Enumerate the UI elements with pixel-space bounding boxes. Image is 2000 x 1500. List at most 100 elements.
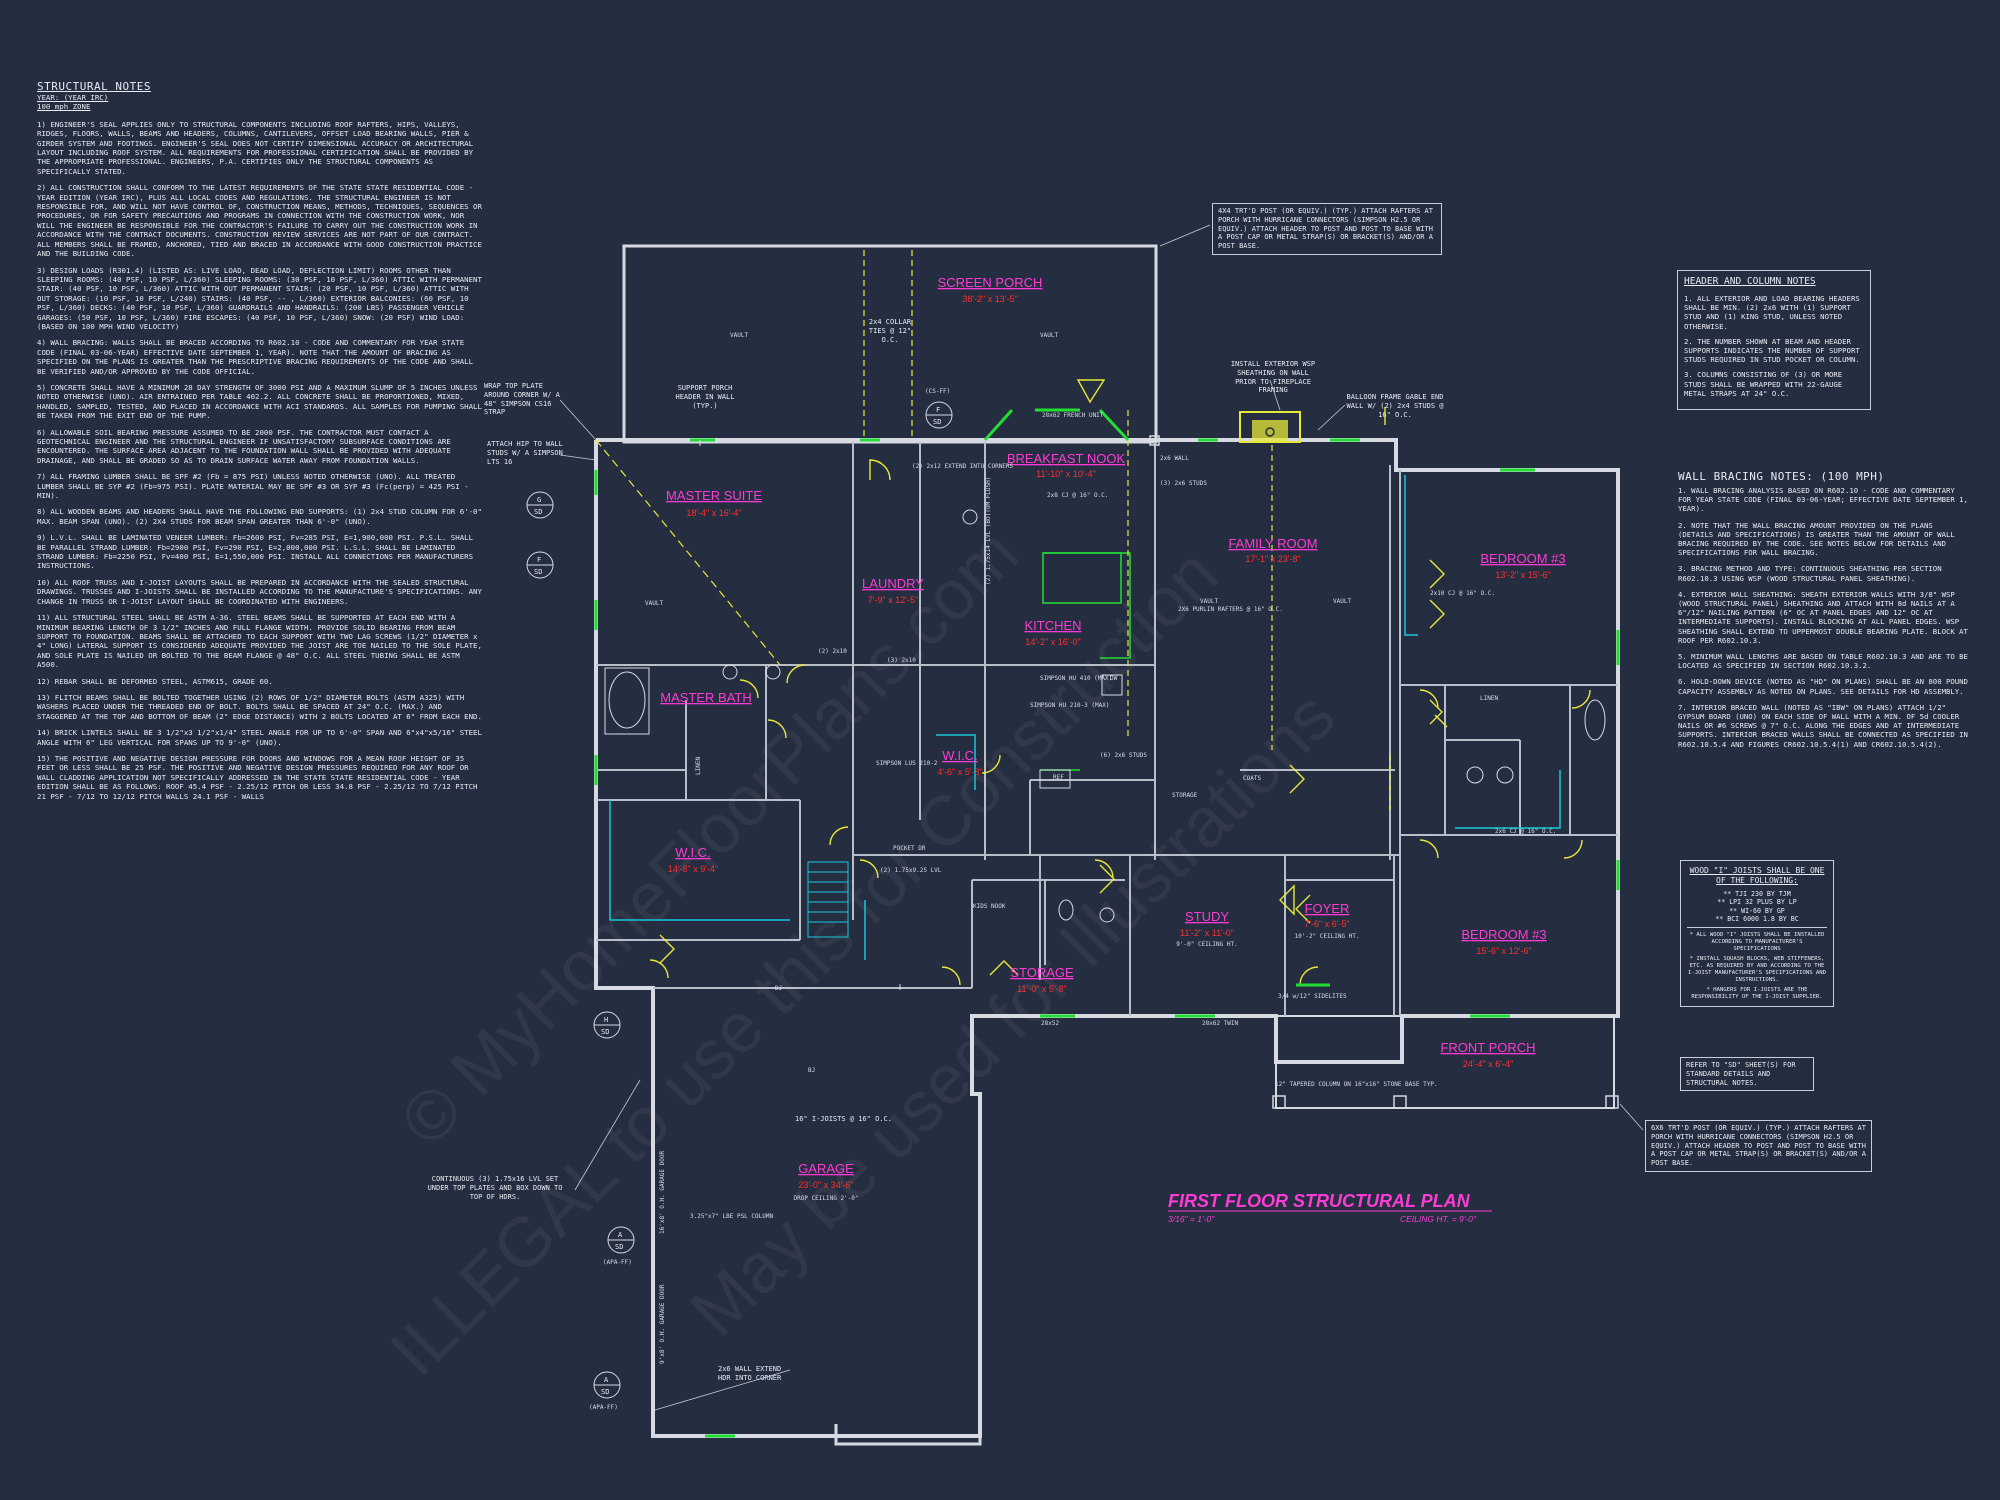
- joist-note: * ALL WOOD "I" JOISTS SHALL BE INSTALLED…: [1689, 931, 1825, 952]
- joist-box-title: WOOD "I" JOISTS SHALL BE ONE OF THE FOLL…: [1689, 866, 1825, 885]
- room-dim: 17'-1" x 23'-8": [1245, 554, 1300, 564]
- note-paragraph: 7) ALL FRAMING LUMBER SHALL BE SPF #2 (F…: [37, 472, 469, 501]
- fixtures: [604, 509, 1606, 923]
- plan-title-block: FIRST FLOOR STRUCTURAL PLAN 3/16" = 1'-0…: [1168, 1191, 1492, 1224]
- notes-year: YEAR: (YEAR IRC): [37, 93, 109, 102]
- header-note-item: 3. COLUMNS CONSISTING OF (3) OR MORE STU…: [1684, 370, 1843, 398]
- room-name: W.I.C.: [675, 845, 710, 860]
- room-dim: 14'-2" x 16'-0": [1025, 637, 1080, 647]
- note-paragraph: 4) WALL BRACING: WALLS SHALL BE BRACED A…: [37, 338, 474, 376]
- interior-walls: [596, 442, 1618, 1016]
- svg-text:F: F: [936, 406, 940, 414]
- joist-option: ** WI-60 BY GP: [1729, 906, 1785, 915]
- header-column-notes: HEADER AND COLUMN NOTES 1. ALL EXTERIOR …: [1677, 270, 1871, 411]
- room-dim: 24'-4" x 6'-4": [1463, 1059, 1513, 1069]
- plan-label: 2x6 WALL: [1160, 455, 1189, 462]
- post-bottom-callout: 6X6 TRT'D POST (OR EQUIV.) (TYP.) ATTACH…: [1645, 1120, 1872, 1172]
- room-name: GARAGE: [798, 1161, 854, 1176]
- wrap-top-callout: WRAP TOP PLATE AROUND CORNER W/ A 48" SI…: [484, 382, 560, 417]
- cabinetry: [609, 475, 1561, 960]
- svg-text:SD: SD: [615, 1243, 623, 1251]
- room-name: W.I.C.: [942, 748, 977, 763]
- note-paragraph: 1) ENGINEER'S SEAL APPLIES ONLY TO STRUC…: [37, 119, 474, 176]
- room-note: DROP CEILING 2'-0": [793, 1195, 858, 1202]
- plan-label: (2) 1.75x14 LVL (BOTTOM FLUSH): [985, 477, 992, 585]
- room-name: BREAKFAST NOOK: [1007, 451, 1126, 466]
- continuous-callout: CONTINUOUS (3) 1.75x16 LVL SET UNDER TOP…: [427, 1175, 563, 1201]
- plan-label: VAULT: [1333, 598, 1351, 605]
- room-name: MASTER SUITE: [666, 488, 762, 503]
- stairs: [807, 861, 849, 938]
- note-paragraph: 2) ALL CONSTRUCTION SHALL CONFORM TO THE…: [37, 183, 482, 259]
- plan-label: 2x8 CJ @ 16" O.C.: [1047, 492, 1108, 499]
- support-porch-callout: SUPPORT PORCH HEADER IN WALL (TYP.): [675, 384, 735, 410]
- plan-label: LINEN: [695, 757, 702, 775]
- plan-label: 3/4 w/12" SIDELITES: [1278, 993, 1347, 1000]
- room-dim: 14'-8" x 9'-4": [668, 864, 718, 874]
- room-dim: 18'-4" x 16'-4": [686, 508, 741, 518]
- plan-label: (CS-FF): [925, 388, 950, 395]
- room-note: 10'-2" CEILING HT.: [1294, 933, 1359, 940]
- room-labels: SCREEN PORCH 38'-2" x 13'-5" MASTER SUIT…: [660, 275, 1565, 1202]
- plan-label: 28x52: [1041, 1020, 1059, 1027]
- plan-label: 2x6 CJ @ 16" O.C.: [1495, 828, 1556, 835]
- note-paragraph: 10) ALL ROOF TRUSS AND I-JOIST LAYOUTS S…: [37, 577, 482, 606]
- room-name: BEDROOM #3: [1480, 551, 1565, 566]
- note-paragraph: 8) ALL WOODEN BEAMS AND HEADERS SHALL HA…: [37, 507, 482, 526]
- wall-bracing-notes: WALL BRACING NOTES: (100 MPH) 1. WALL BR…: [1678, 470, 1968, 756]
- bracing-note-item: 7. INTERIOR BRACED WALL (NOTED AS "IBW" …: [1678, 702, 1968, 749]
- bracing-note-item: 3. BRACING METHOD AND TYPE: CONTINUOUS S…: [1678, 564, 1942, 583]
- wall-bracing-notes-title: WALL BRACING NOTES: (100 MPH): [1678, 470, 1885, 483]
- svg-text:SD: SD: [601, 1388, 609, 1396]
- svg-text:SD: SD: [534, 508, 542, 516]
- plan-label: LINEN: [1480, 695, 1498, 702]
- svg-text:SD: SD: [933, 418, 941, 426]
- front-porch-outline: [1275, 1015, 1615, 1109]
- room-name: MASTER BATH: [660, 690, 752, 705]
- bracing-note-item: 4. EXTERIOR WALL SHEATHING: SHEATH EXTER…: [1678, 589, 1968, 645]
- header-column-notes-title: HEADER AND COLUMN NOTES: [1684, 276, 1816, 287]
- room-dim: 23'-0" x 34'-6": [798, 1180, 853, 1190]
- callout-text: 3.25"x7" LBE PSL COLUMN: [690, 1213, 773, 1220]
- install-ext-callout: INSTALL EXTERIOR WSP SHEATHING ON WALL P…: [1230, 360, 1316, 395]
- bracing-note-item: 6. HOLD-DOWN DEVICE (NOTED AS "HD" ON PL…: [1678, 677, 1968, 696]
- note-paragraph: 5) CONCRETE SHALL HAVE A MINIMUM 28 DAY …: [37, 382, 482, 421]
- note-paragraph: 12) REBAR SHALL BE DEFORMED STEEL, ASTM6…: [37, 676, 273, 686]
- bracing-note-item: 2. NOTE THAT THE WALL BRACING AMOUNT PRO…: [1678, 520, 1955, 558]
- note-paragraph: 6) ALLOWABLE SOIL BEARING PRESSURE ASSUM…: [37, 427, 451, 465]
- svg-text:G: G: [537, 496, 541, 504]
- detail-tag: FSD: [526, 551, 554, 579]
- plan-label: (2) 2x10: [818, 648, 847, 655]
- plan-label: SIMPSON LUS 210-2: [876, 760, 938, 767]
- notes-wind: 100 mph ZONE: [37, 102, 91, 112]
- joist-option: ** LPI 32 PLUS BY LP: [1717, 898, 1797, 907]
- detail-sub: (APA-FF): [589, 1404, 618, 1411]
- note-paragraph: 9) L.V.L. SHALL BE LAMINATED VENEER LUMB…: [37, 533, 474, 571]
- door-swings: [649, 379, 1591, 986]
- extend-hdr-callout: 2x6 WALL EXTEND HDR INTO CORNER: [718, 1365, 782, 1382]
- header-note-item: 1. ALL EXTERIOR AND LOAD BEARING HEADERS…: [1684, 294, 1860, 331]
- plan-label: DW: [1110, 675, 1118, 682]
- callout-text: 16" I-JOISTS @ 16" O.C.: [795, 1115, 892, 1123]
- svg-text:A: A: [618, 1231, 623, 1239]
- svg-text:H: H: [604, 1016, 608, 1024]
- note-paragraph: 3) DESIGN LOADS (R301.4) (LISTED AS: LIV…: [37, 265, 482, 331]
- plan-label: (2) 2x12 EXTEND INTO CORNERS: [912, 463, 1014, 470]
- room-name: FAMILY ROOM: [1228, 536, 1317, 551]
- detail-tags: GSD FSD FSD HSD ASD (APA-FF) ASD (APA-FF…: [526, 401, 953, 1411]
- structural-notes: STRUCTURAL NOTES YEAR: (YEAR IRC) 100 mp…: [37, 80, 482, 808]
- room-name: SCREEN PORCH: [938, 275, 1043, 290]
- plan-label: VAULT: [645, 600, 663, 607]
- room-dim: 11'-2" x 11'-0": [1180, 928, 1234, 938]
- structural-notes-title: STRUCTURAL NOTES: [37, 80, 151, 93]
- attach-hip-callout: ATTACH HIP TO WALL STUDS W/ A SIMPSON LT…: [487, 440, 563, 466]
- room-dim: 4'-6" x 5'-8": [937, 767, 982, 777]
- detail-tag: G SD: [526, 491, 554, 519]
- plan-label: (2) 1.75x9.25 LVL: [880, 867, 942, 874]
- room-name: LAUNDRY: [862, 576, 924, 591]
- plan-label: 28x62 TWIN: [1202, 1020, 1239, 1027]
- plan-label: VAULT: [730, 332, 748, 339]
- fireplace: [1239, 411, 1301, 443]
- joist-note: * HANGERS FOR I-JOISTS ARE THE RESPONSIB…: [1691, 986, 1823, 1000]
